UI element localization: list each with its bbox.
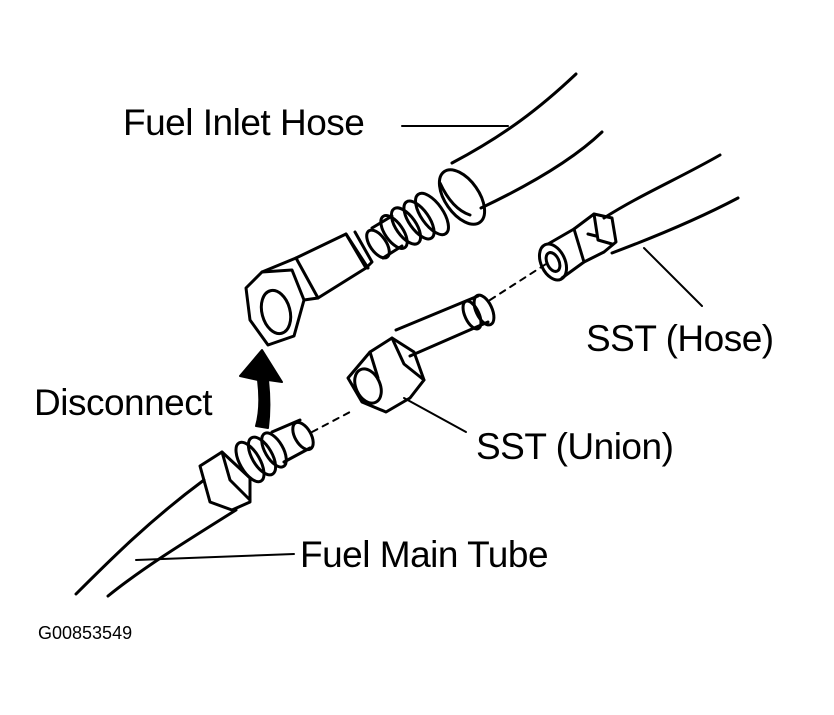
leader-lines [135,125,703,561]
alignment-lines [311,263,547,433]
fuel-inlet-hose-label: Fuel Inlet Hose [123,102,365,143]
sst-hose-label: SST (Hose) [586,318,774,359]
fuel-inlet-hose [244,72,604,347]
figure-id: G00853549 [38,623,133,643]
fuel-main-tube [74,418,315,598]
disconnect-label: Disconnect [34,382,213,423]
sst-hose-tool [537,153,740,282]
sst-union-tool [346,293,496,414]
disconnect-arrow [239,349,283,429]
sst-union-label: SST (Union) [476,426,674,467]
fuel-main-tube-label: Fuel Main Tube [300,534,549,575]
